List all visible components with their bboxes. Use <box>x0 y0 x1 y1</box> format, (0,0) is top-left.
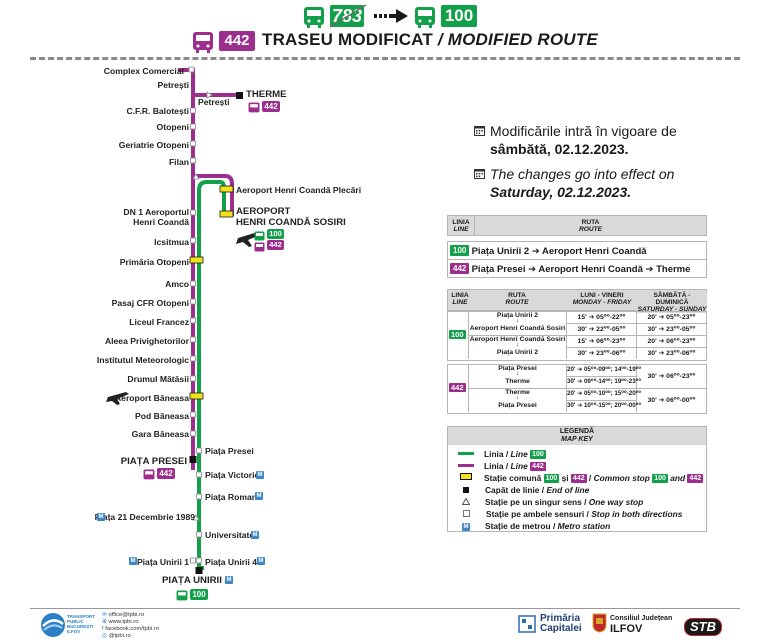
bus-icon-old <box>304 7 324 28</box>
line-100-unirii: 100 <box>190 589 208 600</box>
stop-gara-baneasa: Gara Băneasa <box>131 429 189 439</box>
tpbi-logo-icon <box>41 613 65 637</box>
bus-icon-442-therme <box>248 101 260 119</box>
line-442-therme: 442 <box>262 101 280 112</box>
stop-aeroport-baneasa: Aeroport Băneasa <box>114 393 189 403</box>
bus-icon-new <box>415 7 435 28</box>
stop-piata-unirii-1: Piața Unirii 1 <box>136 557 189 567</box>
legend-line-442: Linia / Line 442 <box>458 461 546 471</box>
bus-icon-100-unirii <box>176 589 188 607</box>
bus-icon-100-airport <box>254 229 265 247</box>
page-title: TRASEU MODIFICAT / MODIFIED ROUTE <box>262 30 598 49</box>
line-442-airport: 442 <box>267 240 284 250</box>
stop-therme: THERME <box>246 89 287 100</box>
stop-piata-presei: Piața Presei <box>205 446 254 456</box>
metro-icon: M <box>251 531 259 539</box>
stop-piata-unirii-4: Piața Unirii 4 <box>205 557 258 567</box>
stop-piata-victoriei: Piața Victoriei <box>205 470 262 480</box>
line-442-presei: 442 <box>157 468 175 479</box>
strike-line <box>329 4 367 28</box>
primaria-logo-icon <box>518 615 536 633</box>
handle-link[interactable]: ◎ @tpbi.ro <box>102 633 131 639</box>
stop-otopeni: Otopeni <box>156 122 189 132</box>
stop-dn1-aeroportul: DN 1 Aeroportul <box>123 207 189 217</box>
stop-pod-baneasa: Pod Băneasa <box>135 411 189 421</box>
stop-aleea-privighetorilor: Aleea Privighetorilor <box>104 336 189 346</box>
stop-henri-coanda: Henri Coandă <box>133 217 189 227</box>
route-row-442: 442 Piața Presei ➔ Aeroport Henri Coandă… <box>447 259 707 278</box>
stop-petresti-left: Petrești <box>157 80 189 90</box>
web-link[interactable]: ⊕ www.tpbi.ro <box>102 619 139 625</box>
metro-icon: M <box>97 513 105 521</box>
route-row-100: 100 Piața Unirii 2 ➔ Aeroport Henri Coan… <box>447 241 707 260</box>
legend-one-way: Stație pe un singur sens / One way stop <box>458 497 643 507</box>
legend-common-stop: Stație comună 100 și 442 / Common stop 1… <box>458 473 704 483</box>
stop-complex-comercial: Complex Comercial <box>103 66 184 76</box>
arrow-right-icon <box>374 9 408 23</box>
ilfov-crest-icon <box>592 613 607 633</box>
stop-piata-21-decembrie: Piața 21 Decembrie 1989 <box>94 512 195 522</box>
stop-universitate: Universitate <box>205 530 255 540</box>
stop-amco: Amco <box>165 279 189 289</box>
line-100-airport: 100 <box>267 229 284 239</box>
metro-icon: M <box>255 492 263 500</box>
stop-liceul-francez: Liceul Francez <box>129 317 189 327</box>
contact-info: ✉ office@tpbi.ro ⊕ www.tpbi.ro f faceboo… <box>102 612 159 640</box>
metro-icon: M <box>225 576 233 584</box>
schedule-block-442 <box>447 364 707 414</box>
legend-end-of-line: Capăt de linie / End of line <box>458 485 589 495</box>
legend-both-directions: Stație pe ambele sensuri / Stop in both … <box>458 509 682 519</box>
stop-piata-unirii-2: PIAȚA UNIRII 2 <box>162 575 230 586</box>
stop-aeroport-sosiri-1: AEROPORT <box>236 206 291 217</box>
legend-line-100: Linia / Line 100 <box>458 449 546 459</box>
metro-icon: M <box>129 557 137 565</box>
footer-divider <box>30 608 740 609</box>
stop-aeroport-sosiri-2: HENRI COANDĂ SOSIRI <box>236 217 346 228</box>
stop-icsitmua: Icsitmua <box>154 237 189 247</box>
calendar-icon <box>474 169 485 179</box>
schedule-block-100 <box>447 311 707 361</box>
notice-ro: Modificările intră în vigoare de sâmbătă… <box>490 123 677 157</box>
email-link[interactable]: ✉ office@tpbi.ro <box>102 612 145 618</box>
route-map <box>106 66 262 574</box>
route-line-badge: 442 <box>219 31 255 51</box>
stop-aeroport-plecari: Aeroport Henri Coandă Plecări <box>236 185 362 195</box>
stop-geriatrie-otopeni: Geriatrie Otopeni <box>118 140 189 150</box>
new-line-badge: 100 <box>441 5 477 27</box>
bus-icon-442-presei <box>143 468 155 486</box>
stop-petresti-right: Petrești <box>198 97 230 107</box>
header-divider <box>30 57 740 60</box>
calendar-icon <box>474 126 485 136</box>
notice-en: The changes go into effect on Saturday, … <box>490 166 675 200</box>
stop-drumul-matasii: Drumul Mătăsii <box>127 374 189 384</box>
stop-primaria-otopeni: Primăria Otopeni <box>119 257 189 267</box>
stop-filan: Filan <box>168 157 189 167</box>
stop-piata-romana: Piața Romană <box>205 492 262 502</box>
metro-icon: M <box>256 471 264 479</box>
stop-cfr-balotesti: C.F.R. Balotești <box>126 106 189 116</box>
stop-pasaj-cfr-otopeni: Pasaj CFR Otopeni <box>111 298 189 308</box>
stb-logo: STB <box>684 618 722 636</box>
bus-icon-442-airport <box>254 240 265 258</box>
bus-icon-442 <box>193 32 213 53</box>
stop-institutul-meteorologic: Institutul Meteorologic <box>96 355 189 365</box>
facebook-link[interactable]: f facebook.com/tpbi.ro <box>102 626 160 632</box>
stop-piata-presei-terminus: PIAȚA PRESEI <box>120 456 187 467</box>
metro-icon: M <box>257 557 265 565</box>
